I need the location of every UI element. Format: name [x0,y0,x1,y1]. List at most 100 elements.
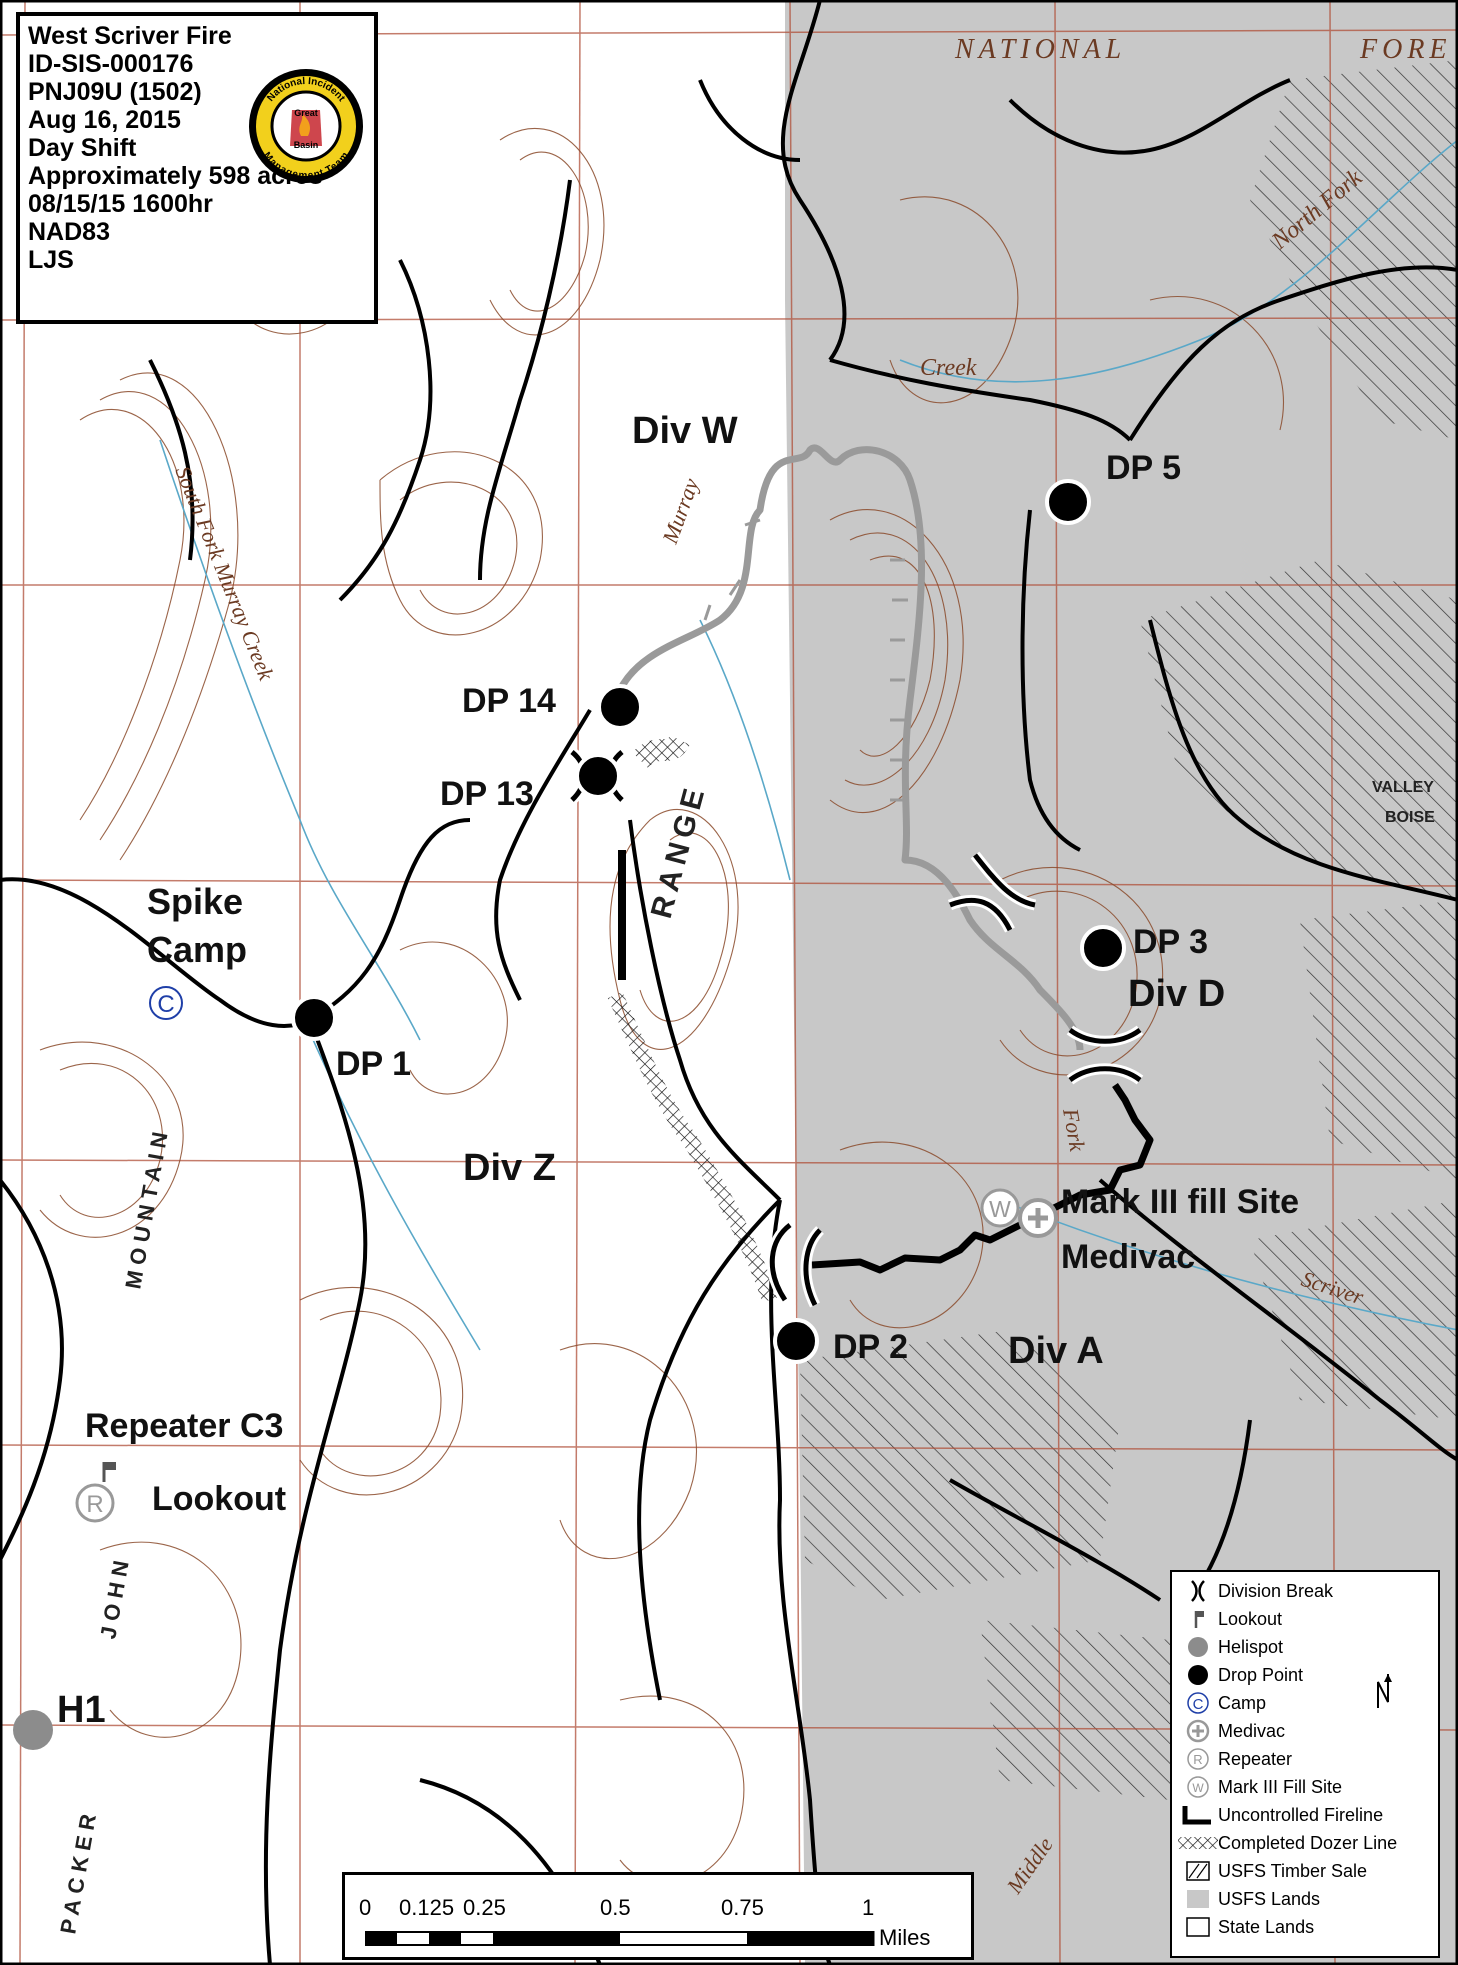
legend-item-division-break: Division Break [1178,1578,1333,1604]
usfs-lands-icon [1178,1886,1218,1912]
topo-boise: BOISE [1385,809,1435,826]
legend-label-camp: Camp [1218,1692,1267,1713]
info-incident-id: ID-SIS-000176 [28,50,194,78]
drop-point-dp13[interactable] [575,753,621,799]
state-lands-icon [1178,1914,1218,1940]
legend-item-helispot: Helispot [1178,1634,1283,1660]
helispot-icon [1178,1634,1218,1660]
label-mark-iii: Mark III fill Site [1061,1183,1299,1221]
info-box: West Scriver Fire ID-SIS-000176 PNJ09U (… [16,12,378,324]
legend-item-fill-site: W Mark III Fill Site [1178,1774,1342,1800]
drop-point-dp14[interactable] [597,684,643,730]
legend-item-dozer-line: Completed Dozer Line [1178,1830,1397,1856]
legend-label-fill-site: Mark III Fill Site [1218,1776,1343,1797]
label-spike-camp-2: Camp [147,929,247,970]
completed-dozer-line [607,991,778,1303]
label-h1: H1 [57,1689,106,1731]
drop-point-dp3[interactable] [1080,925,1126,971]
helispot-h1[interactable] [13,1710,53,1750]
medivac-icon [1178,1718,1218,1744]
svg-text:Great: Great [294,108,318,118]
svg-text:R: R [1193,1752,1202,1767]
info-shift: Day Shift [28,134,137,162]
legend-item-medivac: Medivac [1178,1718,1285,1744]
completed-dozer-line-north [632,734,690,769]
uncontrolled-fireline-icon [1178,1802,1218,1828]
info-fire-name: West Scriver Fire [28,22,232,50]
info-timestamp: 08/15/15 1600hr [28,190,213,218]
scale-bar-graphic [365,1931,875,1946]
division-break-div-d [1066,1025,1144,1085]
mark-iii-fill-site-icon[interactable]: W [980,1188,1020,1228]
dozer-line-icon [1178,1830,1218,1856]
legend-label-repeater: Repeater [1218,1748,1293,1769]
scale-tick-05: 0.5 [600,1895,631,1920]
label-dp13: DP 13 [440,775,534,813]
division-breaks [567,747,1144,1308]
legend-label-medivac: Medivac [1218,1720,1286,1741]
contour-lines [39,128,1324,1884]
lookout-flag-icon[interactable] [102,1462,116,1482]
camp-icon: C [1178,1690,1218,1716]
svg-text:W: W [1192,1781,1204,1795]
label-spike-camp-1: Spike [147,881,243,922]
info-charge-code: PNJ09U (1502) [28,78,202,106]
legend-item-repeater: R Repeater [1178,1746,1292,1772]
timber-sale-areas [800,60,1458,1800]
svg-text:R: R [86,1491,103,1518]
drop-points [291,479,1126,1364]
topo-forest: FORE [1359,34,1452,65]
legend-item-uncontrolled-fireline: Uncontrolled Fireline [1178,1802,1383,1828]
topo-valley: VALLEY [1372,779,1434,796]
spike-camp-icon[interactable]: C [149,986,183,1020]
topo-creek-top: Creek [920,355,977,381]
label-dp14: DP 14 [462,682,556,720]
scale-tick-0125: 0.125 [399,1895,455,1920]
legend-label-uncontrolled-fireline: Uncontrolled Fireline [1218,1804,1384,1825]
fill-site-icon: W [1178,1774,1218,1800]
scale-unit: Miles [879,1925,931,1950]
repeater-icon[interactable]: R [75,1483,115,1523]
division-break-dp2 [766,1220,825,1308]
map-labels: Div W Div Z Div D Div A DP 14 DP 13 DP 1… [57,410,1299,1731]
scale-tick-075: 0.75 [721,1895,764,1920]
medivac-icon[interactable] [1018,1198,1058,1238]
scale-bar: 0 0.125 0.25 0.5 0.75 1 Miles [342,1872,974,1960]
legend-label-helispot: Helispot [1218,1636,1284,1657]
incident-team-logo: National Incident Management Team Great … [249,69,363,183]
legend-item-drop-point: Drop Point [1178,1662,1303,1688]
label-dp1: DP 1 [336,1045,411,1083]
info-author: LJS [28,246,74,274]
info-datum: NAD83 [28,218,110,246]
legend-item-lookout: Lookout [1178,1606,1282,1632]
legend-label-usfs-lands: USFS Lands [1218,1888,1321,1909]
scale-tick-025: 0.25 [463,1895,506,1920]
legend-item-state-lands: State Lands [1178,1914,1314,1940]
legend-label-timber-sale: USFS Timber Sale [1218,1860,1368,1881]
drop-point-dp2[interactable] [773,1318,819,1364]
label-medivac: Medivac [1061,1238,1195,1276]
map-legend: Division Break Lookout Helispot Drop Poi… [1170,1570,1440,1958]
label-div-z: Div Z [463,1147,556,1189]
scale-tick-0: 0 [359,1895,372,1920]
division-break-fire-line [947,851,1037,933]
label-div-d: Div D [1128,973,1225,1015]
svg-text:C: C [1193,1696,1204,1713]
legend-label-dozer-line: Completed Dozer Line [1218,1832,1398,1853]
legend-label-division-break: Division Break [1218,1580,1334,1601]
legend-item-camp: C Camp [1178,1690,1266,1716]
legend-label-state-lands: State Lands [1218,1916,1315,1937]
drop-point-dp5[interactable] [1045,479,1091,525]
label-dp3: DP 3 [1133,923,1208,961]
label-div-w: Div W [632,410,738,452]
lookout-flag-icon [1178,1606,1218,1632]
drop-point-icon [1178,1662,1218,1688]
fire-perimeter-line [616,444,1084,1051]
north-arrow-icon [1377,1674,1392,1708]
drop-point-dp1[interactable] [291,995,337,1041]
label-repeater: Repeater C3 [85,1407,283,1445]
svg-text:C: C [157,991,174,1018]
